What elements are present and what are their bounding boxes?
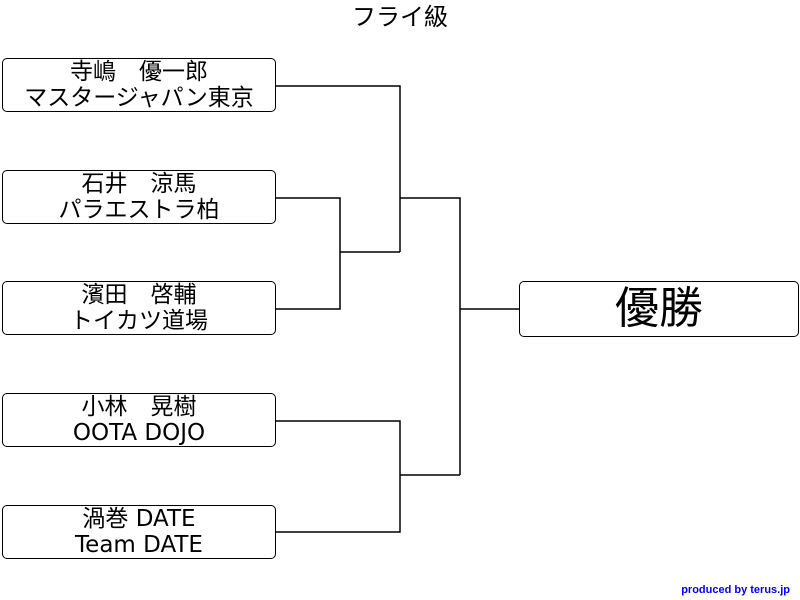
entry-box-1: 寺嶋 優一郎 マスタージャパン東京: [2, 58, 276, 112]
connector-top-half: [400, 197, 461, 475]
entry-name: 小林 晃樹: [81, 394, 197, 420]
winner-label: 優勝: [615, 283, 703, 334]
entry-box-3: 濱田 啓輔 トイカツ道場: [2, 281, 276, 335]
bracket-title: フライ級: [352, 3, 448, 31]
connector-entry-4-5: [276, 420, 401, 533]
entry-box-5: 渦巻 DATE Team DATE: [2, 505, 276, 559]
entry-box-2: 石井 涼馬 パラエストラ柏: [2, 170, 276, 224]
entry-box-4: 小林 晃樹 OOTA DOJO: [2, 393, 276, 447]
entry-name: 寺嶋 優一郎: [70, 59, 208, 85]
connector-entry-1: [276, 85, 401, 252]
entry-team: Team DATE: [75, 532, 203, 558]
entry-team: マスタージャパン東京: [24, 85, 254, 111]
entry-name: 濱田 啓輔: [81, 282, 197, 308]
entry-team: トイカツ道場: [70, 308, 208, 334]
connector-entry-2-3: [276, 197, 341, 310]
entry-team: パラエストラ柏: [58, 197, 220, 223]
entry-name: 渦巻 DATE: [82, 506, 196, 532]
entry-name: 石井 涼馬: [81, 171, 197, 197]
credit-text: produced by terus.jp: [681, 584, 790, 596]
entry-team: OOTA DOJO: [72, 420, 206, 446]
winner-box: 優勝: [519, 281, 799, 337]
